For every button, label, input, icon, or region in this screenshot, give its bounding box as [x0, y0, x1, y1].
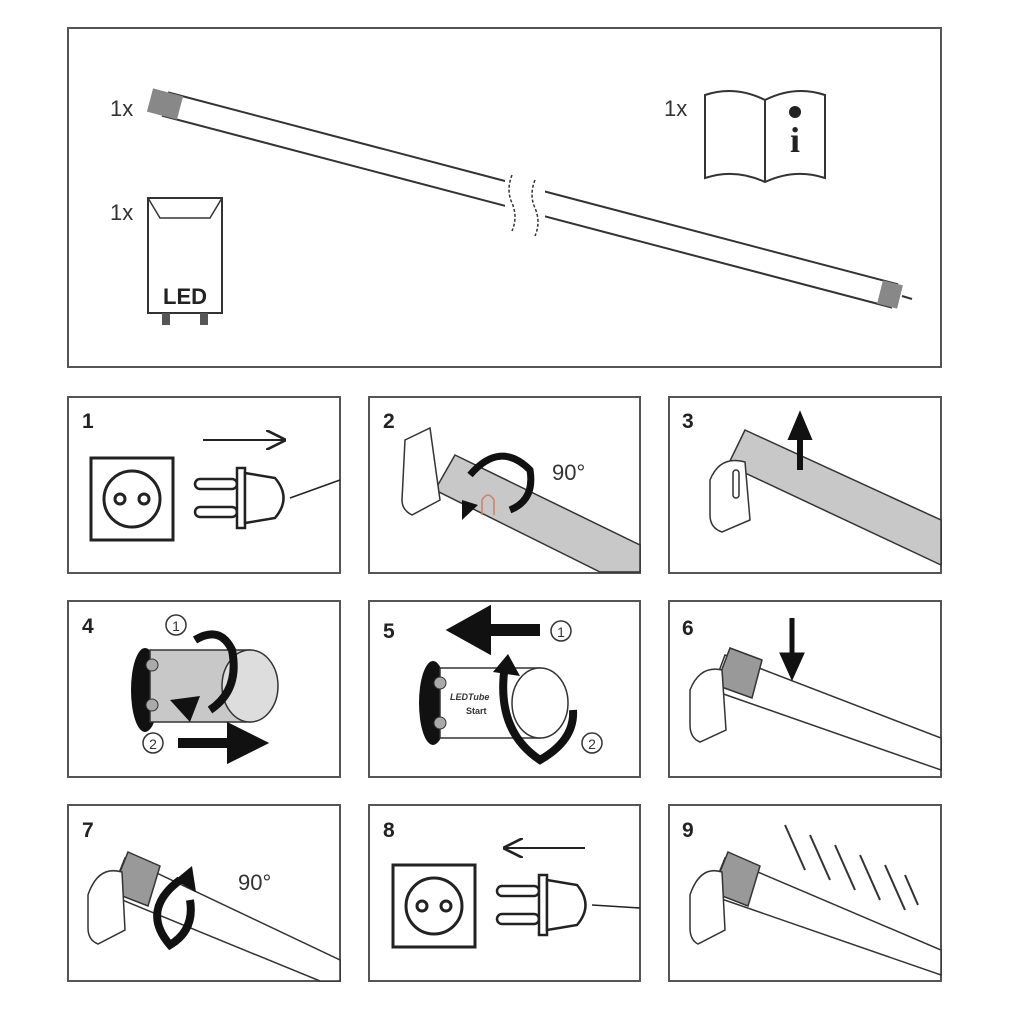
- lamp-holder-icon: [401, 426, 441, 516]
- tube-icon: [726, 429, 942, 567]
- step-7-panel: 7 90°: [67, 804, 341, 982]
- arrow-up-icon: [787, 410, 813, 470]
- arrow-left-icon: [445, 604, 540, 656]
- step-number: 8: [383, 819, 395, 842]
- info-letter: i: [790, 120, 800, 160]
- rotate-arrow-icon: [499, 664, 578, 765]
- step-number: 9: [682, 819, 694, 842]
- step-number: 3: [682, 410, 694, 433]
- step-9-panel: 9: [668, 804, 942, 982]
- arrow-right-icon: [178, 721, 270, 765]
- light-rays-icon: [784, 824, 919, 911]
- lamp-holder-icon: [709, 459, 751, 533]
- step-8-panel: 8: [368, 804, 641, 982]
- step-6-panel: 6: [668, 600, 942, 778]
- tube-qty: 1x: [110, 96, 133, 121]
- circled-number: 2: [149, 736, 157, 752]
- rotate-arrow-icon: [153, 876, 195, 951]
- starter-text: Start: [466, 706, 487, 716]
- starter-qty: 1x: [110, 200, 133, 225]
- old-starter-icon: [131, 648, 279, 732]
- plug-icon: [495, 873, 641, 937]
- step-3-panel: 3: [668, 396, 942, 574]
- circled-number: 1: [172, 618, 180, 634]
- step-number: 1: [82, 410, 94, 433]
- rotation-angle: 90°: [238, 870, 271, 895]
- lamp-holder-icon: [689, 668, 727, 743]
- wall-socket-icon: [89, 456, 175, 542]
- lamp-holder-icon: [689, 870, 726, 945]
- step-number: 6: [682, 617, 694, 640]
- step-5-panel: 5 1 LEDTube Start 2: [368, 600, 641, 778]
- plug-icon: [193, 466, 341, 530]
- step-number: 4: [82, 615, 94, 638]
- circled-number: 1: [557, 624, 565, 640]
- rotation-angle: 90°: [552, 460, 585, 485]
- step-number: 7: [82, 819, 94, 842]
- led-tube-icon: [146, 88, 913, 309]
- arrow-down-icon: [779, 618, 805, 682]
- step-number: 5: [383, 620, 395, 643]
- contents-panel: 1x 1x i 1x LED: [67, 27, 942, 368]
- manual-qty: 1x: [664, 96, 687, 121]
- step-number: 2: [383, 410, 395, 433]
- step-2-panel: 2 90°: [368, 396, 641, 574]
- rotate-arrow-icon: [467, 452, 535, 514]
- rotate-arrow-icon: [192, 630, 238, 714]
- manual-book-icon: i: [704, 90, 826, 184]
- wall-socket-icon: [391, 863, 477, 949]
- led-starter-icon: LED: [147, 197, 223, 325]
- starter-label: LED: [163, 284, 207, 309]
- step-1-panel: 1: [67, 396, 341, 574]
- starter-text: LEDTube: [450, 692, 489, 702]
- lamp-holder-icon: [87, 870, 126, 945]
- circled-number: 2: [588, 736, 596, 752]
- step-4-panel: 4 1 2: [67, 600, 341, 778]
- led-starter-icon: LEDTube Start: [419, 661, 569, 745]
